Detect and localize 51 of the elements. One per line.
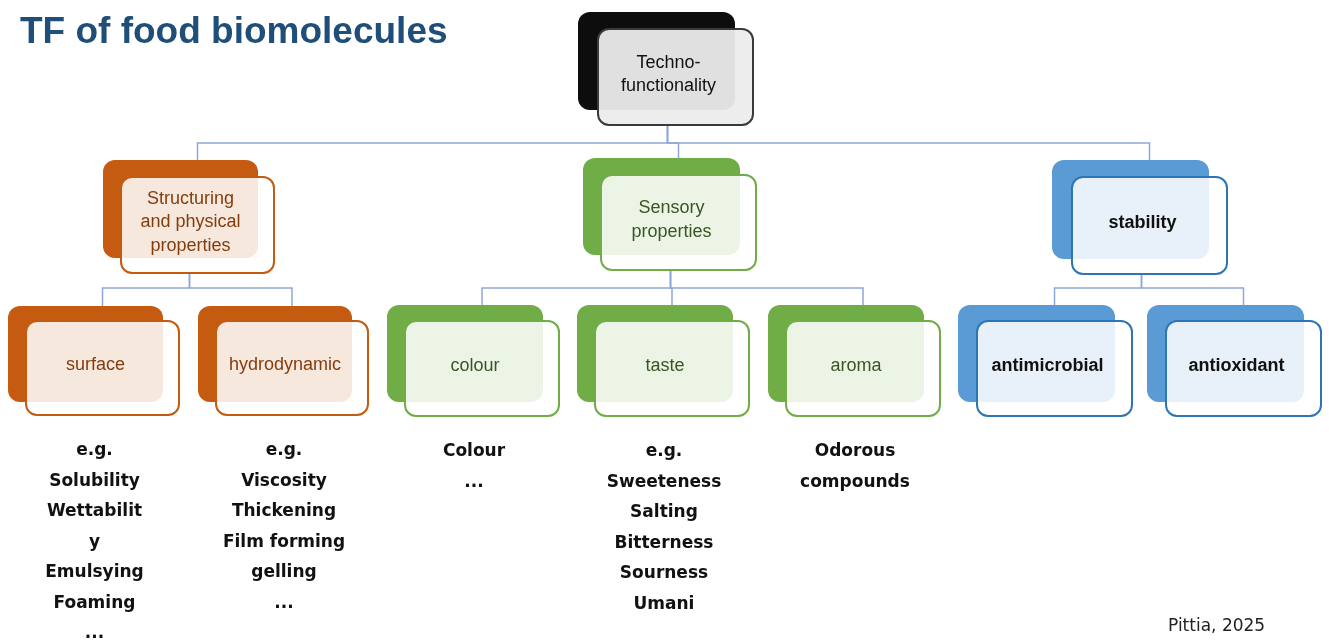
example-text: e.g. bbox=[265, 438, 303, 461]
stacked-card bbox=[198, 306, 369, 416]
example-text: ... bbox=[464, 469, 484, 493]
stacked-card bbox=[1147, 305, 1322, 417]
stacked-card bbox=[768, 305, 941, 417]
node-label: taste bbox=[645, 353, 685, 377]
stacked-card bbox=[577, 305, 750, 417]
example-text: gelling bbox=[251, 560, 317, 583]
node-label: antioxidant bbox=[1188, 353, 1285, 377]
citation-note: Pittia, 2025 bbox=[1168, 615, 1266, 635]
node-label: Techno-functionality bbox=[619, 50, 718, 97]
example-text: compounds bbox=[800, 469, 910, 493]
stacked-card bbox=[8, 306, 180, 416]
stacked-card bbox=[387, 305, 560, 417]
example-text: Salting bbox=[630, 500, 698, 523]
example-text: Thickening bbox=[231, 499, 337, 522]
stacked-card bbox=[1052, 160, 1228, 275]
example-text: Wettabilit bbox=[46, 499, 143, 522]
stacked-card bbox=[583, 158, 757, 271]
example-text: e.g. bbox=[76, 438, 113, 461]
example-text: Bitterness bbox=[614, 530, 714, 554]
stacked-card bbox=[958, 305, 1133, 417]
example-text: ... bbox=[84, 621, 105, 641]
example-text: ... bbox=[274, 590, 294, 614]
node-label: antimicrobial bbox=[991, 353, 1104, 377]
example-text: Film forming bbox=[222, 529, 346, 553]
slide-title: TF of food biomolecules bbox=[20, 10, 448, 52]
node-label: stability bbox=[1108, 210, 1177, 234]
example-text: e.g. bbox=[645, 439, 683, 462]
example-text: Foaming bbox=[53, 590, 136, 614]
example-text: Colour bbox=[442, 439, 506, 462]
node-label: hydrodynamic bbox=[228, 353, 342, 377]
example-text: Solubility bbox=[49, 468, 140, 492]
connector-line bbox=[666, 125, 1151, 161]
stacked-card bbox=[578, 12, 754, 126]
example-text: Sweeteness bbox=[606, 469, 722, 493]
node-label: surface bbox=[66, 353, 125, 377]
example-text: Viscosity bbox=[241, 468, 327, 492]
node-label: colour bbox=[450, 353, 500, 377]
connector-line bbox=[188, 273, 293, 307]
node-label: Sensory properties bbox=[630, 196, 713, 243]
example-text: y bbox=[88, 529, 101, 553]
connector-line bbox=[669, 270, 864, 306]
connector-line bbox=[1140, 274, 1245, 306]
stacked-card bbox=[103, 160, 275, 274]
example-text: Umani bbox=[633, 591, 695, 615]
node-label: Structuring and physical properties bbox=[139, 186, 242, 257]
node-label: aroma bbox=[830, 353, 882, 377]
example-text: Emulsying bbox=[45, 560, 144, 583]
example-text: Odorous bbox=[814, 439, 896, 462]
example-text: Sourness bbox=[619, 561, 709, 584]
